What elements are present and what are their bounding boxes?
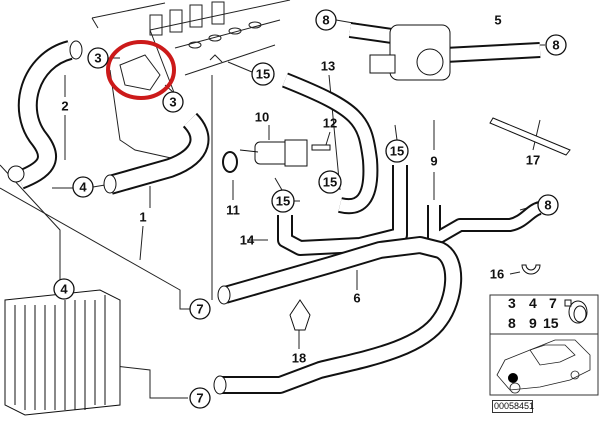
- inset-panel: 3 4 7 8 9 15: [489, 294, 599, 396]
- callout-8b: 8: [545, 34, 567, 56]
- callout-15a: 15: [251, 62, 275, 86]
- label-10: 10: [255, 110, 269, 125]
- svg-text:7: 7: [196, 302, 203, 317]
- location-marker: [508, 373, 518, 383]
- callout-15c: 15: [385, 139, 409, 163]
- hose-2: [7, 40, 83, 190]
- svg-text:3: 3: [169, 95, 176, 110]
- diagram-code: 00058451: [492, 400, 535, 413]
- label-16: 16: [490, 267, 504, 282]
- holder-18: [289, 299, 311, 331]
- svg-text:9: 9: [529, 315, 537, 331]
- svg-text:15: 15: [256, 67, 270, 82]
- hose-14: [277, 165, 408, 256]
- label-17: 17: [526, 153, 540, 168]
- svg-text:8: 8: [508, 315, 516, 331]
- label-14: 14: [240, 233, 255, 248]
- circled-callouts: 3 3 15 8 8 4 4 7 7 15 15 15 8: [53, 9, 567, 409]
- throttle-body: [369, 24, 451, 81]
- hose-9: [427, 201, 543, 247]
- label-12: 12: [323, 116, 337, 131]
- label-11: 11: [226, 203, 240, 218]
- callout-7b: 7: [189, 387, 211, 409]
- label-18: 18: [292, 351, 306, 366]
- svg-text:8: 8: [322, 13, 329, 28]
- hose-clamp-icon: [564, 299, 588, 324]
- svg-text:7: 7: [196, 391, 203, 406]
- label-6: 6: [353, 291, 360, 306]
- svg-text:4: 4: [79, 180, 87, 195]
- svg-text:15: 15: [276, 194, 290, 209]
- valve-10: [239, 139, 308, 167]
- cable-tie-17: [489, 117, 571, 156]
- callout-4b: 4: [53, 278, 75, 300]
- callout-15b: 15: [318, 170, 342, 194]
- callout-8c: 8: [537, 194, 559, 216]
- callout-3a: 3: [87, 47, 109, 69]
- hoses: [7, 22, 543, 395]
- svg-text:15: 15: [390, 144, 404, 159]
- bolt-12: [311, 144, 331, 151]
- label-5: 5: [494, 13, 501, 28]
- svg-text:3: 3: [508, 295, 516, 311]
- svg-text:7: 7: [549, 295, 557, 311]
- svg-text:4: 4: [60, 282, 68, 297]
- callout-4a: 4: [72, 176, 94, 198]
- svg-text:15: 15: [323, 175, 337, 190]
- seal-ring-11: [222, 151, 238, 173]
- callout-3b: 3: [162, 91, 184, 113]
- svg-text:8: 8: [544, 198, 551, 213]
- label-13: 13: [321, 59, 335, 74]
- label-9: 9: [430, 154, 437, 169]
- svg-text:4: 4: [529, 295, 537, 311]
- label-2: 2: [61, 99, 68, 114]
- label-1: 1: [139, 210, 146, 225]
- svg-text:15: 15: [543, 315, 559, 331]
- hose-1: [103, 112, 210, 195]
- engine-block: [91, 0, 291, 161]
- callout-7a: 7: [189, 298, 211, 320]
- clip-16: [521, 264, 541, 275]
- radiator: [4, 289, 121, 416]
- svg-text:3: 3: [94, 51, 101, 66]
- callout-15d: 15: [271, 189, 295, 213]
- part-labels: 2 1 13 10 12 11 14 9 5 17 16 6 18: [61, 13, 540, 366]
- callout-8a: 8: [315, 9, 337, 31]
- highlight-circle: [106, 40, 176, 100]
- hose-6: [213, 236, 463, 395]
- svg-text:8: 8: [552, 38, 559, 53]
- hose-13: [282, 72, 379, 215]
- vehicle-icon: [496, 339, 591, 394]
